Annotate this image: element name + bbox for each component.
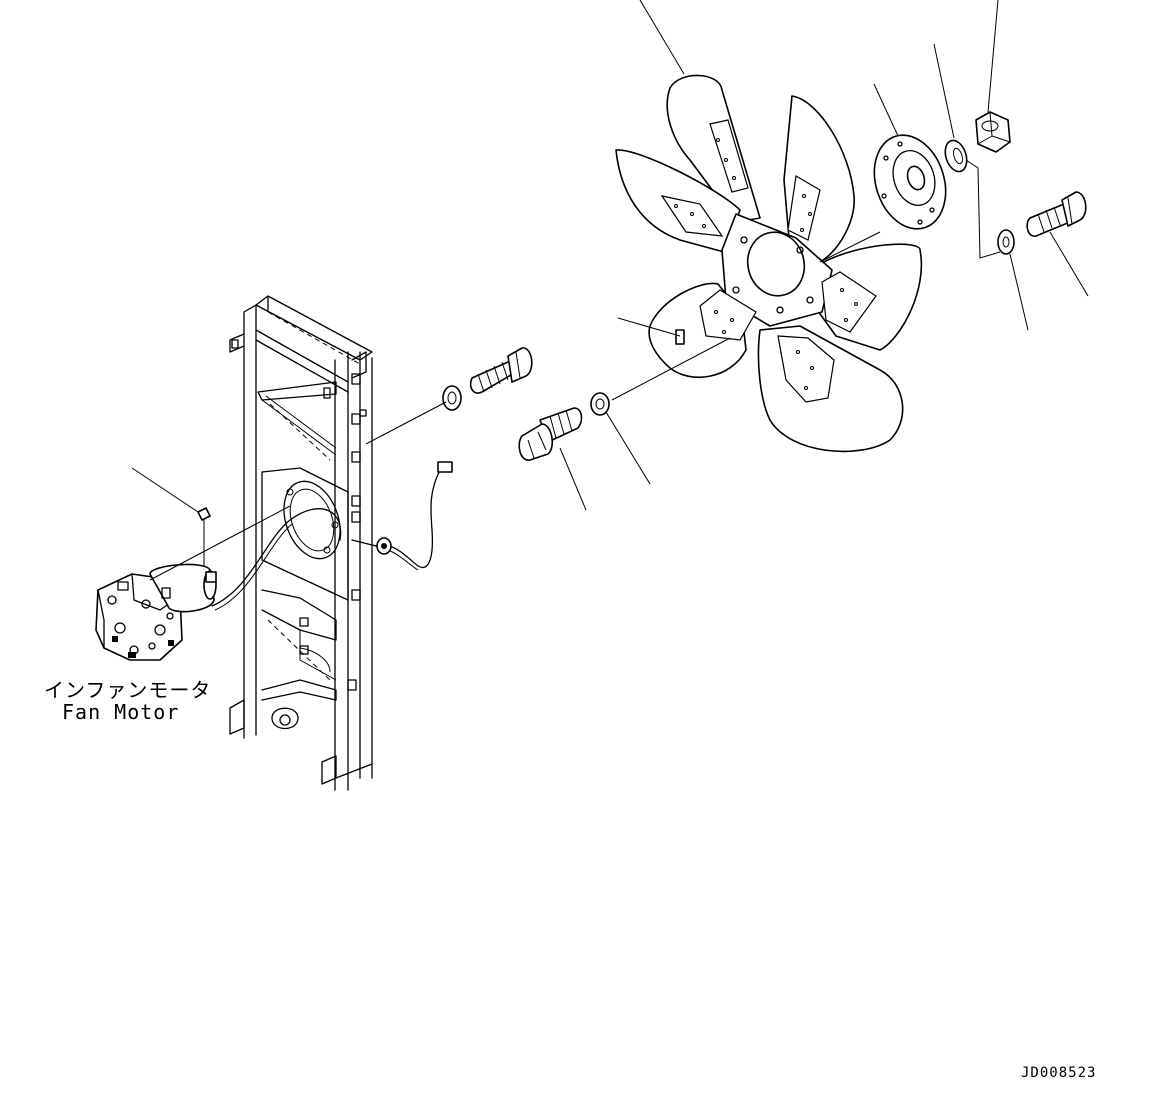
fan-motor-label-jp: インファンモータ: [44, 678, 212, 702]
fan-motor: [95, 563, 217, 661]
frame-clips: [231, 339, 367, 691]
mounting-bolt-lower: [518, 407, 583, 461]
hub-bolt: [1026, 191, 1087, 237]
hex-nut: [975, 111, 1011, 153]
cooling-fan: [615, 74, 923, 453]
document-number: JD008523: [1021, 1065, 1097, 1081]
fan-motor-label-en: Fan Motor: [62, 700, 180, 724]
hub-adapter: [873, 134, 947, 230]
speed-sensor: [351, 461, 453, 571]
leader-lines: [131, 0, 1089, 581]
lock-washer: [944, 139, 968, 173]
washer-lower: [590, 392, 610, 416]
key-pin: [197, 507, 211, 566]
mounting-frame: [211, 295, 373, 791]
washer-upper: [442, 385, 462, 411]
mounting-bolt-upper: [469, 347, 533, 394]
flat-washer: [997, 229, 1015, 255]
